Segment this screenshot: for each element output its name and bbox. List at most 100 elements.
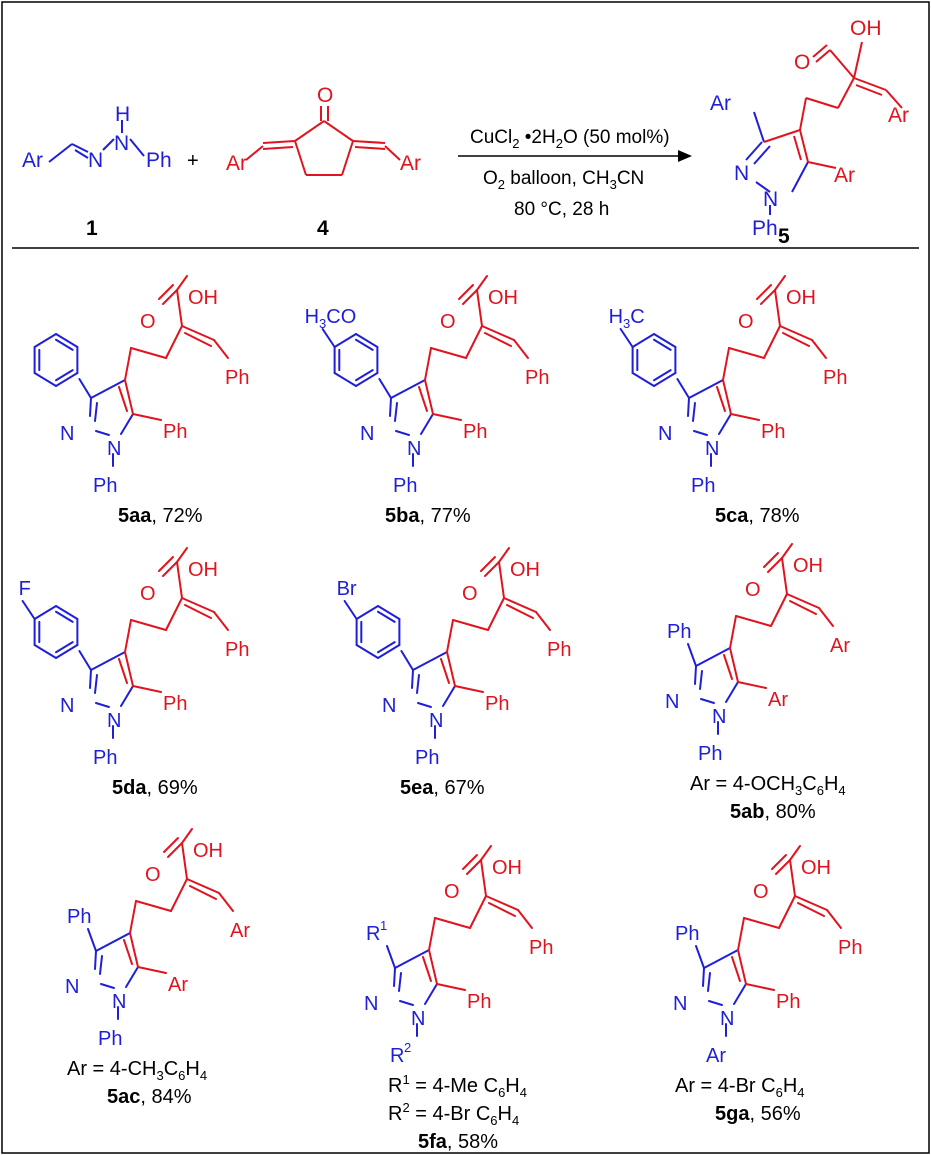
bond-chain-3 xyxy=(770,593,788,627)
product-5ac-oh: OH xyxy=(193,840,223,862)
product-5fa-o: O xyxy=(444,881,460,903)
bond-c3-n2 xyxy=(702,967,705,987)
plus-sign: + xyxy=(187,150,199,172)
bond-c3-aryl xyxy=(78,650,92,671)
bond-c3-n2-double xyxy=(94,674,98,694)
product-5ca-c5-sub: Ph xyxy=(761,421,785,443)
bond-alkene-double xyxy=(797,902,825,917)
product-5ca-oh: OH xyxy=(786,287,816,309)
bond-c-o xyxy=(775,859,791,875)
bond-c-o xyxy=(462,289,478,305)
reactant-4-ar-right: Ar xyxy=(400,152,421,175)
product-5da-oh: OH xyxy=(188,559,218,581)
product-5fa-alkene-sub: Ph xyxy=(529,937,553,959)
product-5aa-n2: N xyxy=(60,423,74,445)
reactant-4-o: O xyxy=(317,84,333,107)
bond-alkene-sub xyxy=(811,339,827,359)
bond-chain-2 xyxy=(130,347,167,359)
bond-c3-c4 xyxy=(90,651,126,671)
bond-c3-aryl xyxy=(378,378,392,399)
bond-c-o-double xyxy=(771,854,787,870)
bond-c5-sub xyxy=(132,685,162,693)
bond-c5-n1 xyxy=(424,983,438,1005)
bond-chain-1 xyxy=(124,619,132,653)
product-5aa-label: 5aa, 72% xyxy=(118,505,203,527)
aryl-ring-bond xyxy=(355,644,379,659)
bond-n2-n1 xyxy=(700,698,715,704)
product-5ga-n1: N xyxy=(720,1008,734,1030)
aryl-ring-double xyxy=(653,338,672,351)
bond-c3-aryl xyxy=(400,650,414,671)
bond-c3-c4 xyxy=(390,379,426,399)
bond-chain-3 xyxy=(170,878,188,912)
bond-c-o xyxy=(162,289,178,305)
aryl-ring-bond xyxy=(33,644,57,659)
bond-alkene xyxy=(181,325,215,341)
product-5fa-c3-sub: R xyxy=(366,923,380,945)
bond-acid xyxy=(176,289,183,327)
reactant-4-labels: O Ar Ar xyxy=(226,84,421,175)
product-5ab-alkene-sub: Ar xyxy=(830,635,850,657)
bond-c5-sub xyxy=(745,983,775,991)
bond-c4-c5-double xyxy=(723,654,733,680)
bond-c4-c5-double xyxy=(123,939,133,965)
bond-c5-sub xyxy=(737,681,767,689)
bond-c-o xyxy=(760,289,776,305)
bond-alkene-sub xyxy=(213,339,229,359)
product-5ea-c5-sub: Ph xyxy=(485,693,509,715)
conditions-line-1: CuCl2 •2H2O (50 mol%) xyxy=(470,127,670,151)
reactant-1-labels: Ar N N H Ph xyxy=(22,103,172,172)
bond-c3-c4 xyxy=(412,651,448,671)
bond-chain-1 xyxy=(129,900,137,934)
bond-c-o xyxy=(162,561,178,577)
bond-c-oh xyxy=(176,275,188,291)
aryl-ring-bond xyxy=(55,372,79,387)
product-5ga-oh: OH xyxy=(801,857,831,879)
aryl-ring-bond xyxy=(653,333,677,348)
product-5ac-alkene-sub: Ar xyxy=(230,920,250,942)
aryl-ring-bond xyxy=(631,333,655,348)
product-5da-para-sub: F xyxy=(19,578,31,600)
bond-chain-3 xyxy=(165,325,183,359)
bond-c-oh xyxy=(498,547,510,563)
bond-c4-c5 xyxy=(124,379,134,415)
product-5da-n1: N xyxy=(107,710,121,732)
product-5da-n1-sub: Ph xyxy=(93,747,117,769)
product-5fa-note: R2 = 4-Br C6H4 xyxy=(388,1100,519,1128)
product-5ba-c5-sub: Ph xyxy=(463,421,487,443)
product-5ba-n1-sub: Ph xyxy=(393,475,417,497)
product-5ab-n1: N xyxy=(712,706,726,728)
bond-c3-sub xyxy=(386,945,396,969)
bond-alkene xyxy=(794,895,828,911)
product-5ba-alkene-sub: Ph xyxy=(525,367,549,389)
bond-c5-sub xyxy=(454,685,484,693)
bond-alkene-double xyxy=(506,604,534,619)
aryl-ring-bond xyxy=(55,644,79,659)
bond-c3-n2 xyxy=(694,665,697,685)
product-5ga-c5-sub: Ph xyxy=(776,991,800,1013)
bond-c5-n1 xyxy=(120,413,134,435)
product-5fa-c5-sub: Ph xyxy=(467,991,491,1013)
bond-c3-c4 xyxy=(703,949,739,969)
aryl-ring-bond xyxy=(355,372,379,387)
product-5ca-para-sub: H3C xyxy=(609,306,645,331)
product-5ab-note: Ar = 4-OCH3C6H4 xyxy=(690,773,846,798)
bond-c3-n2 xyxy=(393,967,396,987)
bond-c3-n2-double xyxy=(416,674,420,694)
bond-alkene-double xyxy=(484,332,512,347)
product-5-oh: OH xyxy=(850,17,882,40)
product-5ea-oh: OH xyxy=(510,559,540,581)
product-5aa-o: O xyxy=(140,311,156,333)
bond-c3-n2-double xyxy=(394,402,398,422)
bond-c3-n2 xyxy=(687,397,690,417)
product-5fa-note: R1 = 4-Me C6H4 xyxy=(388,1072,527,1100)
aryl-ring-bond xyxy=(33,605,57,620)
reactant-4-number: 4 xyxy=(317,217,329,240)
product-5ba-o: O xyxy=(440,311,456,333)
